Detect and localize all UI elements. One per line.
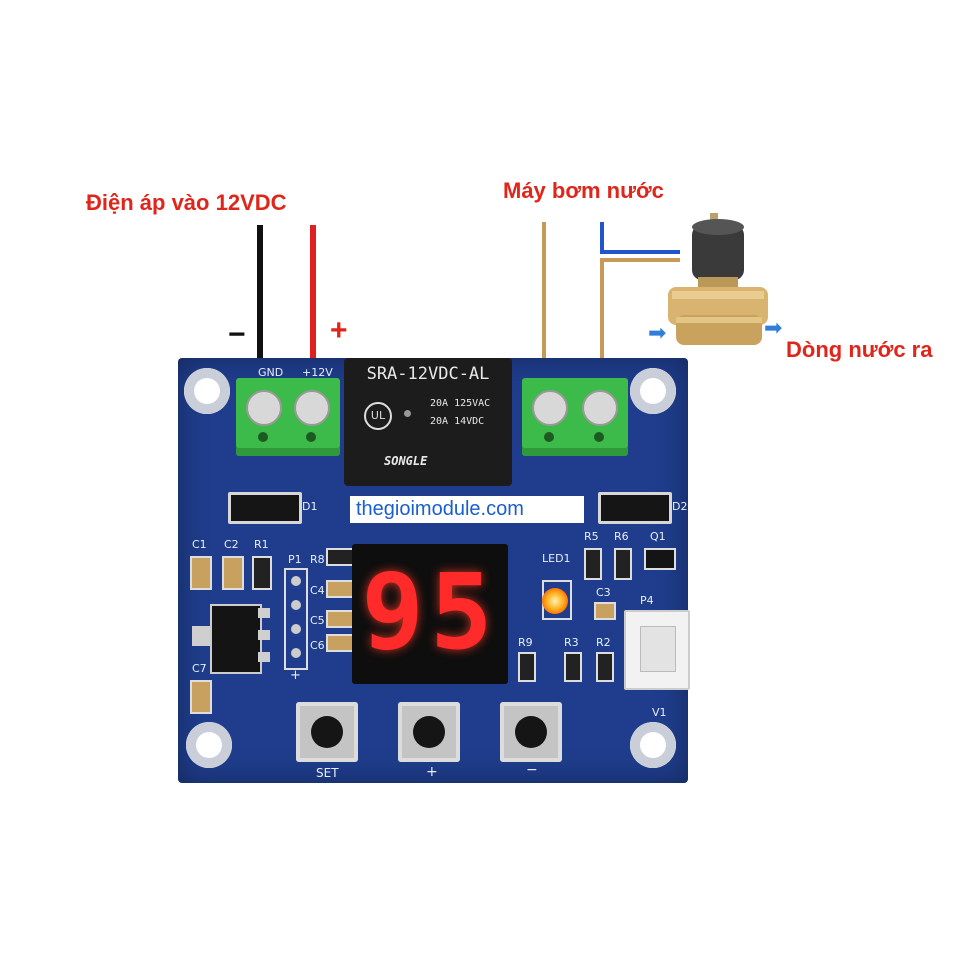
terminal-hole bbox=[544, 432, 554, 442]
water-out-label: Dòng nước ra bbox=[786, 337, 933, 362]
seven-segment-display: 95 bbox=[352, 544, 508, 684]
silk-d1: D1 bbox=[302, 500, 318, 513]
silk-p1: P1 bbox=[288, 553, 302, 566]
silk-c7: C7 bbox=[192, 662, 207, 675]
plus-button-label: + bbox=[426, 764, 438, 780]
brown-wire-left bbox=[542, 222, 546, 402]
plus-button[interactable] bbox=[398, 702, 460, 762]
relay-indicator-dot bbox=[404, 410, 411, 417]
regulator-pin bbox=[258, 652, 270, 662]
flow-out-arrow-icon: ➡ bbox=[764, 315, 783, 340]
capacitor-c7 bbox=[190, 680, 212, 714]
silk-c4: C4 bbox=[310, 584, 325, 597]
screw-icon bbox=[294, 390, 330, 426]
resistor-r3 bbox=[564, 652, 582, 682]
ul-logo-icon: UL bbox=[364, 402, 392, 430]
silk-12v: +12V bbox=[302, 366, 333, 379]
black-wire bbox=[257, 225, 263, 375]
silk-gnd: GND bbox=[258, 366, 284, 379]
capacitor-c2 bbox=[222, 556, 244, 590]
regulator-pin bbox=[258, 608, 270, 618]
terminal-hole bbox=[306, 432, 316, 442]
silk-p4: P4 bbox=[640, 594, 654, 607]
regulator-pin bbox=[192, 626, 210, 646]
silk-c3: C3 bbox=[596, 586, 611, 599]
flow-in-arrow-icon: ➡ bbox=[648, 320, 667, 345]
brown-wire-right bbox=[600, 258, 604, 402]
resistor-r1 bbox=[252, 556, 272, 590]
silk-c6: C6 bbox=[310, 639, 325, 652]
silk-r2: R2 bbox=[596, 636, 611, 649]
silk-d2: D2 bbox=[672, 500, 688, 513]
minus-button-label: − bbox=[526, 762, 538, 778]
input-voltage-label: Điện áp vào 12VDC bbox=[86, 190, 287, 215]
relay-brand: SONGLE bbox=[384, 454, 428, 468]
silk-r5: R5 bbox=[584, 530, 599, 543]
screw-icon bbox=[532, 390, 568, 426]
led-glow bbox=[542, 588, 568, 614]
voltage-regulator bbox=[210, 604, 262, 674]
minus-sign-label: − bbox=[228, 318, 246, 351]
mounting-hole-bl bbox=[186, 722, 232, 768]
blue-wire-vertical bbox=[600, 222, 604, 252]
silk-c1: C1 bbox=[192, 538, 207, 551]
screw-icon bbox=[246, 390, 282, 426]
resistor-r6 bbox=[614, 548, 632, 580]
capacitor-c1 bbox=[190, 556, 212, 590]
silk-r6: R6 bbox=[614, 530, 629, 543]
set-button-label: SET bbox=[316, 766, 339, 780]
silk-led1: LED1 bbox=[542, 552, 571, 565]
mounting-hole-tr bbox=[630, 368, 676, 414]
silk-r3: R3 bbox=[564, 636, 579, 649]
terminal-hole bbox=[594, 432, 604, 442]
relay-model: SRA-12VDC-AL bbox=[366, 364, 490, 384]
plus-sign-label: + bbox=[330, 314, 348, 347]
regulator-pin bbox=[258, 630, 270, 640]
red-wire bbox=[310, 225, 316, 375]
pump-label: Máy bơm nước bbox=[503, 178, 664, 203]
blue-wire-horizontal bbox=[600, 250, 680, 254]
diode-d1 bbox=[228, 492, 302, 524]
resistor-r9 bbox=[518, 652, 536, 682]
solenoid-valve-image bbox=[668, 213, 768, 345]
silk-q1: Q1 bbox=[650, 530, 666, 543]
output-terminal-block bbox=[522, 378, 628, 456]
brown-wire-to-valve bbox=[600, 258, 680, 262]
screw-icon bbox=[582, 390, 618, 426]
mounting-hole-tl bbox=[184, 368, 230, 414]
watermark-text: thegioimodule.com bbox=[350, 496, 584, 523]
diode-d2 bbox=[598, 492, 672, 524]
silk-p1-plus: + bbox=[290, 668, 301, 683]
silk-v1: V1 bbox=[652, 706, 667, 719]
connector-p4 bbox=[624, 610, 690, 690]
terminal-hole bbox=[258, 432, 268, 442]
capacitor-c3 bbox=[594, 602, 616, 620]
silk-c2: C2 bbox=[224, 538, 239, 551]
relay: SRA-12VDC-AL 20A 125VAC 20A 14VDC UL SON… bbox=[344, 358, 512, 486]
header-p1 bbox=[284, 568, 308, 670]
silk-r1: R1 bbox=[254, 538, 269, 551]
resistor-r2 bbox=[596, 652, 614, 682]
silk-r8: R8 bbox=[310, 553, 325, 566]
relay-rating-1: 20A 125VAC bbox=[430, 398, 491, 409]
silk-c5: C5 bbox=[310, 614, 325, 627]
mounting-hole-br bbox=[630, 722, 676, 768]
relay-rating-2: 20A 14VDC bbox=[430, 416, 485, 427]
resistor-r5 bbox=[584, 548, 602, 580]
silk-r9: R9 bbox=[518, 636, 533, 649]
set-button[interactable] bbox=[296, 702, 358, 762]
minus-button[interactable] bbox=[500, 702, 562, 762]
power-terminal-block bbox=[236, 378, 340, 456]
transistor-q1 bbox=[644, 548, 676, 570]
display-value: 95 bbox=[361, 551, 499, 673]
